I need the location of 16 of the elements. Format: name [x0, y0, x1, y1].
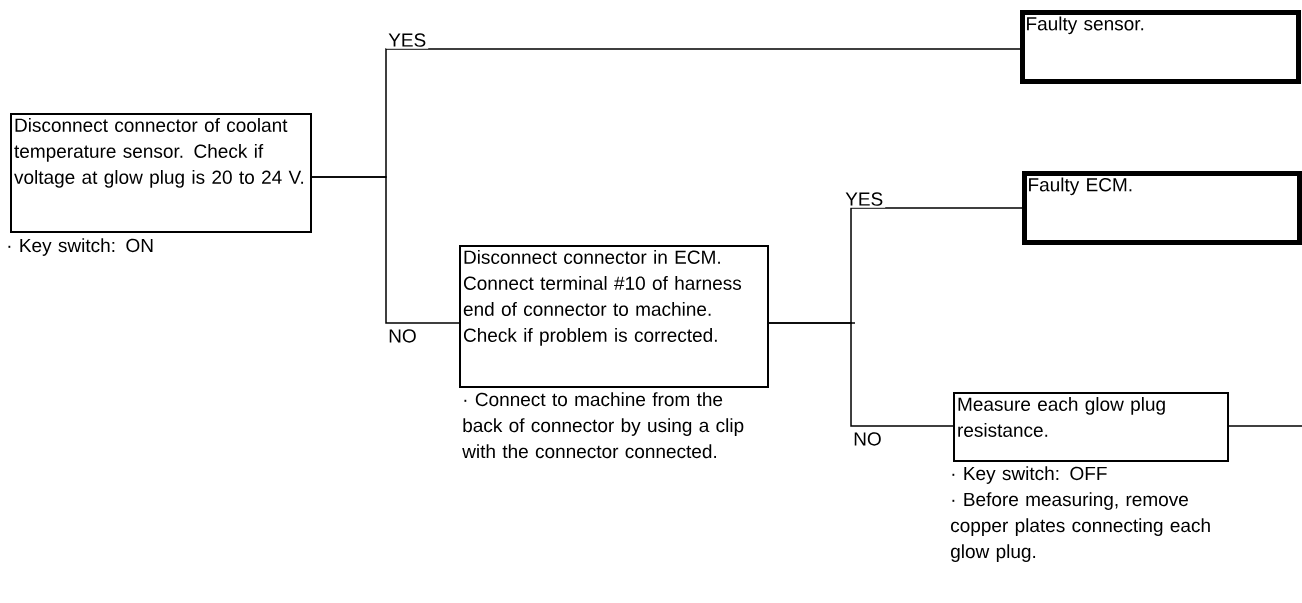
- result-box: Faulty ECM.: [1022, 171, 1302, 245]
- note-text: · Key switch: ON: [8, 238, 153, 256]
- note-text: · Key switch: OFF: [952, 466, 1107, 484]
- result-box: Faulty sensor.: [1020, 10, 1301, 84]
- step-box: Disconnect connector in ECM. Connect terminal #10 of harness end of connector to machine. Check if problem is corrected.: [459, 245, 769, 388]
- connector-line: [311, 176, 460, 324]
- step-box: Disconnect connector of coolant temperature sensor. Check if voltage at glow plug is 20 to 24 V.: [10, 113, 312, 233]
- branch-label: NO: [851, 430, 884, 448]
- branch-label: YES: [386, 31, 429, 49]
- connector-line: [768, 322, 954, 427]
- branch-label: YES: [843, 190, 886, 208]
- note-text: · Before measuring, remove copper plates connecting each glow plug.: [951, 492, 1210, 562]
- note-text: · Connect to machine from the back of connector by using a clip with the connector connected.: [462, 392, 744, 459]
- connector-line: [1228, 425, 1302, 427]
- step-box: Measure each glow plug resistance.: [953, 392, 1229, 462]
- branch-label: NO: [386, 327, 419, 345]
